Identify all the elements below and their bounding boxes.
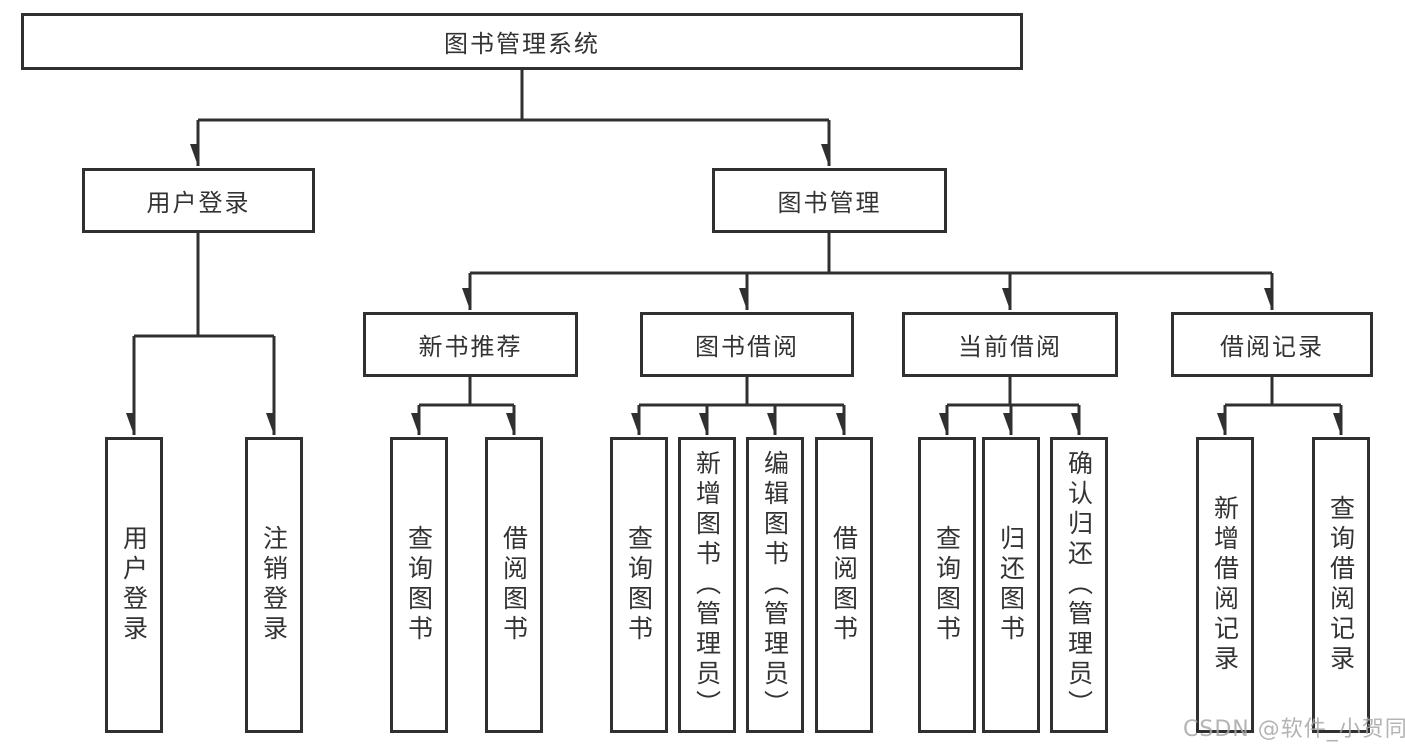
node-leaf-borrow-books-1: 借阅图书 (485, 437, 543, 733)
wire-current-borrow-children (947, 377, 1081, 435)
node-borrow-records: 借阅记录 (1171, 312, 1373, 377)
node-label: 用户登录 (119, 525, 149, 645)
node-label: 新书推荐 (418, 333, 523, 361)
node-current-borrow: 当前借阅 (902, 312, 1118, 377)
wire-new-book-rec-children (419, 377, 516, 435)
node-root-system: 图书管理系统 (21, 13, 1023, 70)
node-label: 当前借阅 (958, 333, 1062, 361)
node-leaf-query-books-3: 查询图书 (918, 437, 976, 733)
node-label: 借阅记录 (1220, 333, 1324, 361)
node-label: 借阅图书 (829, 525, 859, 645)
node-leaf-borrow-books-2: 借阅图书 (815, 437, 873, 733)
node-label: 图书借阅 (695, 333, 799, 361)
node-book-management: 图书管理 (712, 168, 947, 233)
wire-user-login-children (134, 233, 276, 435)
wire-book-borrow-children (639, 377, 846, 435)
node-label: 查询借阅记录 (1326, 495, 1356, 675)
node-label: 图书管理 (777, 189, 882, 217)
node-label: 新增借阅记录 (1210, 495, 1240, 675)
node-label: 新增图书（管理员） (692, 450, 722, 720)
node-leaf-return-books: 归还图书 (982, 437, 1040, 733)
node-label: 确认归还（管理员） (1064, 450, 1094, 720)
node-label: 编辑图书（管理员） (760, 450, 790, 720)
node-leaf-confirm-return-admin: 确认归还（管理员） (1050, 437, 1108, 733)
node-leaf-edit-books-admin: 编辑图书（管理员） (746, 437, 804, 733)
node-new-book-recommend: 新书推荐 (363, 312, 578, 377)
node-leaf-logout: 注销登录 (245, 437, 303, 733)
node-label: 借阅图书 (499, 525, 529, 645)
node-user-login: 用户登录 (82, 168, 315, 233)
node-leaf-add-borrow-record: 新增借阅记录 (1196, 437, 1254, 733)
node-leaf-query-borrow-record: 查询借阅记录 (1312, 437, 1370, 733)
node-leaf-add-books-admin: 新增图书（管理员） (678, 437, 736, 733)
node-book-borrow: 图书借阅 (640, 312, 854, 377)
node-label: 归还图书 (996, 525, 1026, 645)
node-label: 查询图书 (624, 525, 654, 645)
node-leaf-user-login: 用户登录 (105, 437, 163, 733)
node-label: 注销登录 (259, 525, 289, 645)
node-label: 图书管理系统 (444, 30, 600, 58)
wire-root-to-level2 (198, 70, 831, 166)
node-leaf-query-books-2: 查询图书 (610, 437, 668, 733)
node-leaf-query-books-1: 查询图书 (390, 437, 448, 733)
wire-book-mgmt-to-level3 (470, 233, 1274, 310)
node-label: 查询图书 (932, 525, 962, 645)
node-label: 用户登录 (146, 189, 251, 217)
node-label: 查询图书 (404, 525, 434, 645)
csdn-watermark: CSDN @软件_小贺同学 (1183, 717, 1405, 742)
wire-borrow-records-children (1225, 377, 1343, 435)
